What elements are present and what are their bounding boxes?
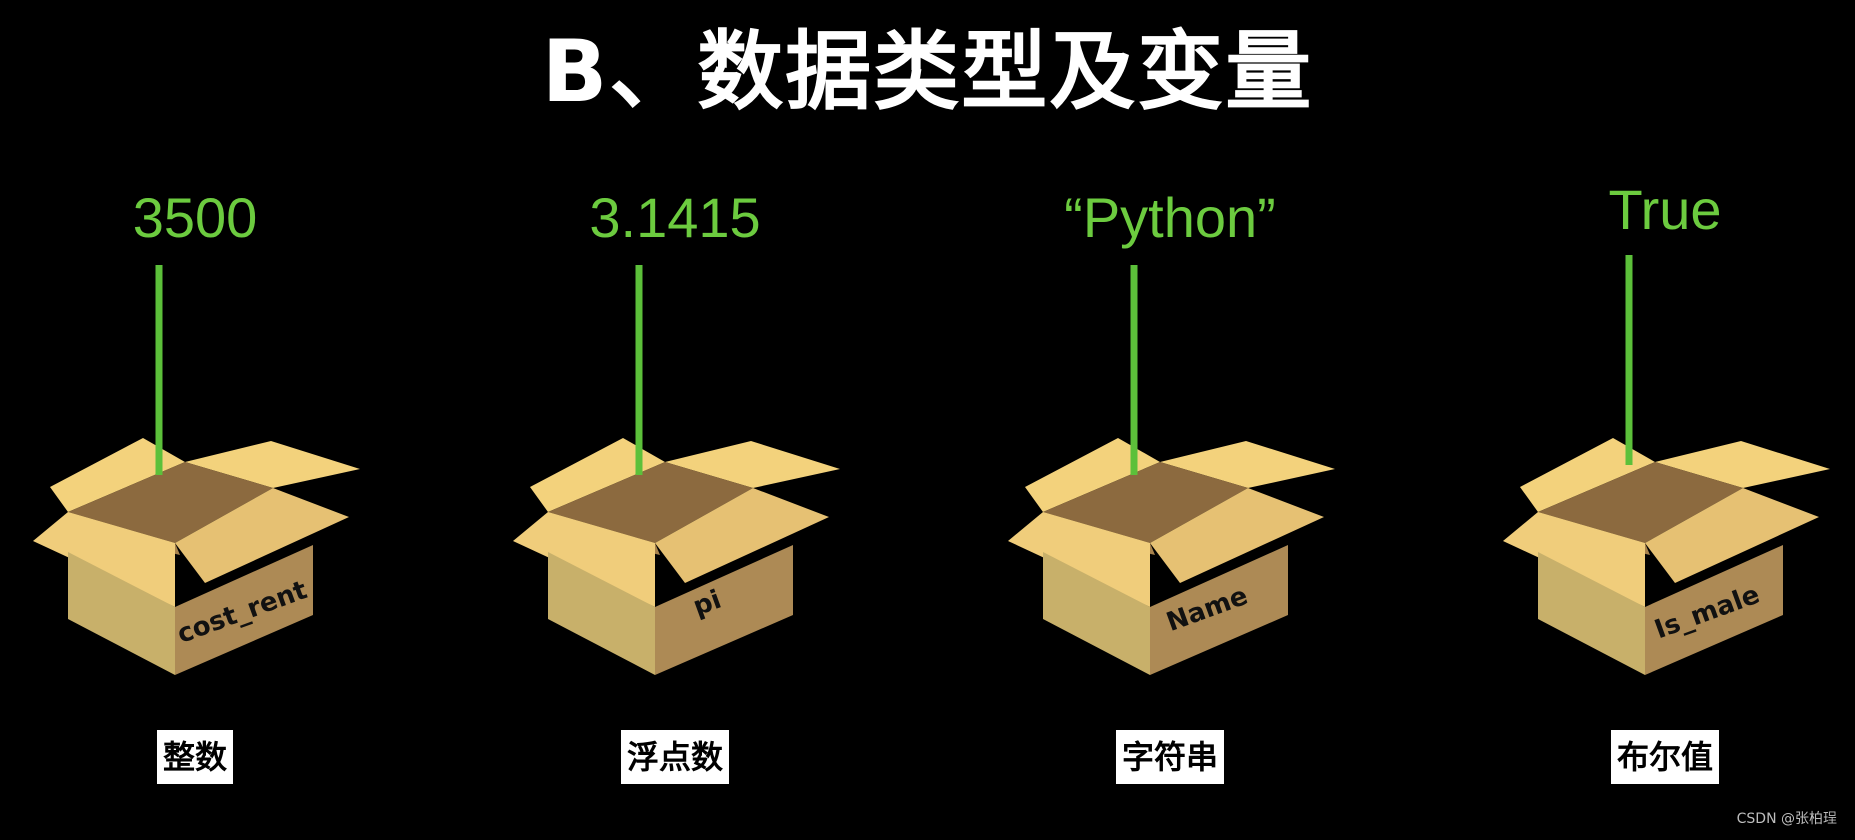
page-title: B、数据类型及变量 [541, 22, 1314, 122]
variable-box-panel-string: “Python” Name 字符串 [970, 0, 1370, 840]
type-label: 字符串 [1115, 730, 1225, 784]
value-label: 3.1415 [589, 186, 761, 249]
value-label: “Python” [1064, 186, 1276, 249]
value-label: 3500 [132, 186, 258, 249]
cardboard-box-icon: pi [513, 265, 840, 675]
variable-box-panel-float: 3.1415 pi 浮点数 [475, 0, 875, 840]
variable-box-panel-integer: 3500 cost_rent 整数 [0, 0, 395, 840]
type-label: 布尔值 [1610, 730, 1720, 784]
type-label: 整数 [156, 730, 234, 784]
type-label: 浮点数 [620, 730, 730, 784]
cardboard-box-icon: cost_rent [33, 265, 360, 675]
value-label: True [1608, 178, 1722, 241]
cardboard-box-icon: Name [1008, 265, 1335, 675]
cardboard-box-icon: Is_male [1503, 255, 1830, 675]
watermark: CSDN @张柏珵 [1736, 811, 1837, 827]
variable-box-panel-boolean: True Is_male 布尔值 [1465, 0, 1855, 840]
